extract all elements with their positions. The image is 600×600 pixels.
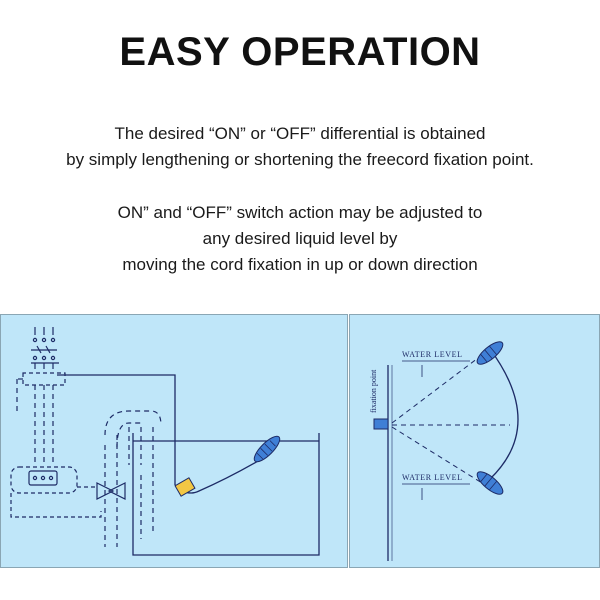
tank <box>132 433 320 556</box>
lower-float-switch <box>476 471 504 495</box>
water-level-top-label: WATER LEVEL <box>402 350 463 359</box>
motor-box <box>10 466 78 494</box>
level-diagram-panel: fixation point WATER LEVEL WATER LEVEL <box>349 314 600 568</box>
upper-float-switch <box>476 341 504 365</box>
differential-paragraph: The desired “ON” or “OFF” differential i… <box>0 121 600 173</box>
pump-symbol <box>96 482 126 500</box>
wiring-diagram <box>10 327 320 556</box>
water-level-bottom-label: WATER LEVEL <box>402 473 463 482</box>
paragraph-line: ON” and “OFF” switch action may be adjus… <box>117 203 483 222</box>
power-lines <box>16 378 54 465</box>
contactor-box <box>22 372 66 386</box>
paragraph-line: by simply lengthening or shortening the … <box>66 150 534 169</box>
swing-arc <box>489 348 519 480</box>
paragraph-line: The desired “ON” or “OFF” differential i… <box>114 124 486 143</box>
paragraph-line: moving the cord fixation in up or down d… <box>122 255 478 274</box>
paragraph-line: any desired liquid level by <box>202 229 398 248</box>
fixation-clamp <box>373 418 389 430</box>
cord-weight <box>174 477 196 497</box>
fixation-point-label: fixation point <box>369 369 378 413</box>
breaker-symbol <box>31 327 59 369</box>
level-diagram: fixation point WATER LEVEL WATER LEVEL <box>369 341 519 561</box>
page-title: EASY OPERATION <box>119 30 481 74</box>
float-switch <box>253 435 281 463</box>
wiring-diagram-panel <box>0 314 348 568</box>
motor-terminal <box>28 470 58 486</box>
adjustment-paragraph: ON” and “OFF” switch action may be adjus… <box>0 200 600 278</box>
